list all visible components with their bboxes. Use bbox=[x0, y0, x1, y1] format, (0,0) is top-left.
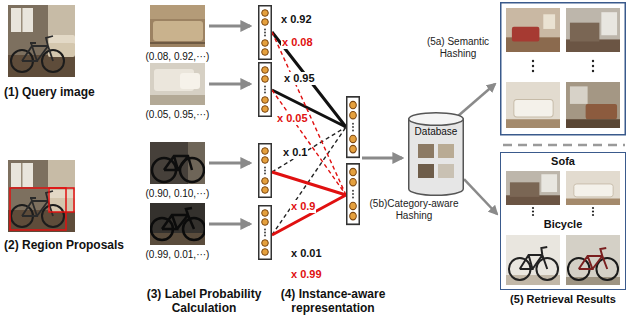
merged-vector bbox=[347, 97, 360, 157]
cylinder-body bbox=[409, 119, 464, 195]
region-crop: (0.08, 0.92,···) bbox=[150, 5, 205, 47]
separator bbox=[503, 144, 625, 147]
database-cylinder: Database bbox=[408, 112, 464, 196]
result-photo bbox=[506, 8, 560, 52]
image-node: (1) Query image bbox=[8, 5, 75, 77]
flow-arrow bbox=[458, 84, 495, 116]
feature-vector bbox=[259, 63, 272, 117]
proposal-box bbox=[49, 188, 74, 212]
weight-label: x 0.05 bbox=[276, 112, 309, 125]
region-crop: (0.05, 0.95,···) bbox=[150, 63, 205, 105]
probability-text: (0.05, 0.95,···) bbox=[146, 109, 210, 121]
hashing-label: (5a) Semantic Hashing bbox=[418, 36, 498, 60]
category-label: Sofa bbox=[551, 155, 575, 168]
feature-vector bbox=[259, 6, 272, 60]
crop-photo bbox=[150, 203, 205, 245]
proposal-photo bbox=[8, 160, 75, 232]
result-panel: SofaBicycle(5) Retrieval Results bbox=[500, 152, 626, 290]
weight-label: x 0.01 bbox=[290, 247, 323, 260]
flow-arrow bbox=[209, 83, 250, 86]
connector bbox=[464, 179, 497, 214]
edge-label: (5b)Category-aware Hashing bbox=[364, 198, 464, 222]
cylinder-top bbox=[409, 113, 464, 126]
weight-label: x 0.95 bbox=[283, 72, 316, 85]
step-caption: (2) Region Proposals bbox=[4, 238, 124, 252]
flow-arrow bbox=[209, 25, 250, 28]
step-caption: (1) Query image bbox=[4, 85, 95, 99]
result-photo bbox=[506, 82, 560, 128]
region-crop: (0.99, 0.01,···) bbox=[150, 203, 205, 245]
step-label: (3) Label Probability Calculation bbox=[138, 287, 270, 315]
database-photo bbox=[418, 144, 434, 158]
flow-arrow bbox=[209, 162, 250, 165]
flow-arrow bbox=[209, 223, 250, 226]
result-photo bbox=[506, 235, 560, 285]
category-label: Bicycle bbox=[544, 218, 583, 231]
weight-label: x 0.9 bbox=[290, 200, 316, 213]
weight-line bbox=[272, 32, 346, 195]
step-caption: (5) Retrieval Results bbox=[510, 293, 616, 306]
image-node: (2) Region Proposals bbox=[8, 160, 75, 232]
probability-text: (0.90, 0.10,···) bbox=[146, 188, 210, 200]
proposal-box bbox=[10, 188, 66, 230]
weight-label: x 0.99 bbox=[290, 268, 323, 281]
result-photo bbox=[506, 171, 560, 205]
database-photo bbox=[438, 144, 454, 158]
weight-line bbox=[272, 172, 346, 235]
feature-vector bbox=[259, 206, 272, 260]
database-photo bbox=[418, 164, 434, 178]
weight-label: x 0.92 bbox=[280, 13, 313, 26]
result-panel bbox=[501, 3, 626, 135]
probability-text: (0.08, 0.92,···) bbox=[146, 51, 210, 63]
feature-vector bbox=[259, 144, 272, 198]
ellipsis-dots bbox=[532, 60, 594, 72]
database-photo bbox=[438, 164, 454, 178]
query-photo bbox=[8, 5, 75, 77]
weight-line bbox=[272, 32, 346, 127]
flow-arrow bbox=[362, 157, 402, 160]
region-crop: (0.90, 0.10,···) bbox=[150, 142, 205, 184]
result-photo bbox=[566, 171, 620, 205]
weight-label: x 0.1 bbox=[282, 146, 308, 159]
cylinder-outline bbox=[408, 112, 464, 196]
weight-label: x 0.08 bbox=[281, 36, 314, 49]
crop-photo bbox=[150, 5, 205, 47]
crop-photo bbox=[150, 63, 205, 105]
ellipsis-dots bbox=[532, 207, 594, 216]
crop-photo bbox=[150, 142, 205, 184]
database-label: Database bbox=[415, 126, 458, 138]
merged-vector bbox=[347, 164, 360, 224]
result-photo bbox=[566, 8, 620, 52]
step-label: (4) Instance-aware representation bbox=[272, 287, 394, 315]
result-photo bbox=[566, 82, 620, 128]
probability-text: (0.99, 0.01,···) bbox=[146, 249, 210, 261]
result-photo bbox=[566, 235, 620, 285]
